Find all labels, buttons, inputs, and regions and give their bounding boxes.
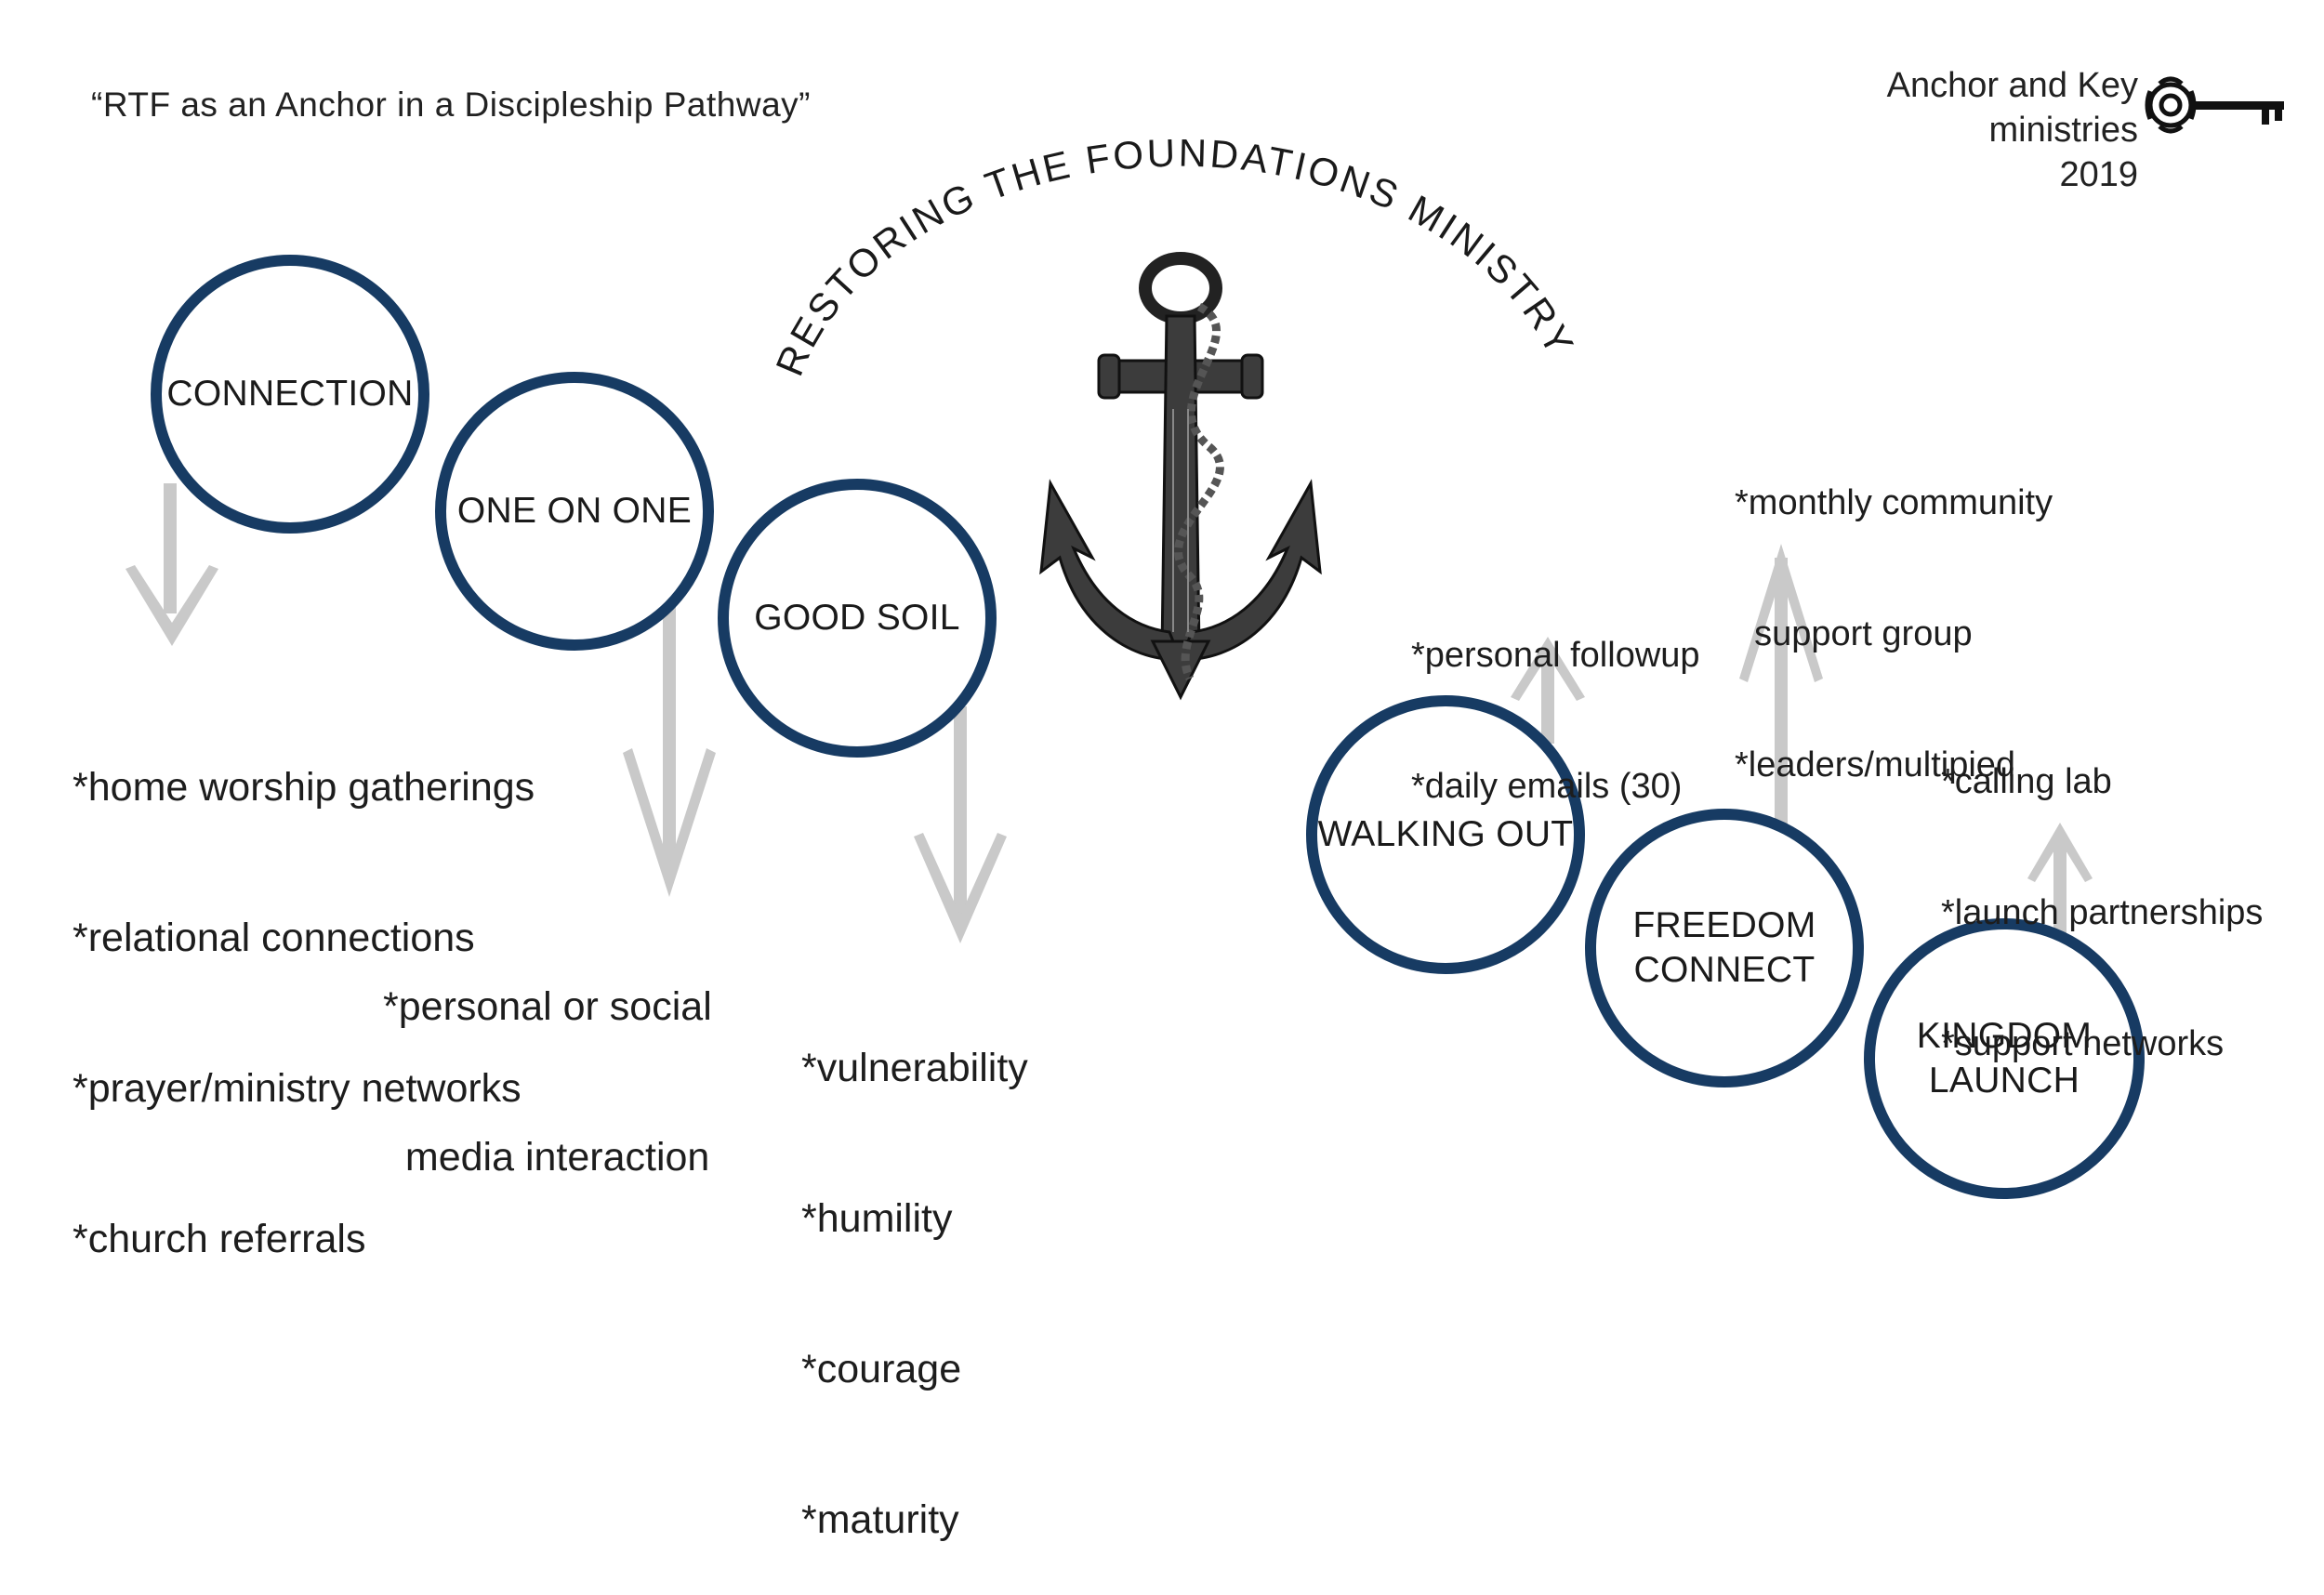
stage-walking-out-label: WALKING OUT — [1317, 814, 1574, 854]
list-item: *leaders/multipied — [1735, 745, 2016, 784]
walking-out-notes: *personal followup *daily emails (30) — [1411, 547, 1700, 852]
stage-connection-label: CONNECTION — [166, 374, 414, 414]
organization-year: 2019 — [2059, 155, 2138, 194]
kingdom-launch-up-arrow — [2027, 823, 2093, 939]
list-item: *daily emails (30) — [1411, 767, 1683, 806]
list-item: *launch partnerships — [1941, 893, 2264, 932]
list-item: *home worship gatherings — [73, 765, 535, 810]
list-item: *monthly community — [1735, 483, 2053, 522]
stage-one-on-one-label: ONE ON ONE — [456, 491, 693, 531]
list-item: *prayer/ministry networks — [73, 1066, 522, 1111]
skeleton-key-icon — [2145, 76, 2284, 134]
list-item: media interaction — [383, 1135, 710, 1180]
connection-down-arrow — [125, 483, 218, 646]
walking-out-up-arrow — [1511, 637, 1585, 744]
list-item: *relational connections — [73, 916, 475, 960]
freedom-connect-notes: *monthly community support group *leader… — [1735, 394, 2053, 831]
organization-name: Anchor and Key — [1886, 66, 2138, 105]
list-item: *calling lab — [1941, 762, 2112, 801]
list-item: support group — [1735, 614, 1973, 653]
stage-good-soil: GOOD SOIL — [718, 479, 997, 758]
list-item: *support networks — [1941, 1024, 2225, 1063]
stage-kingdom-launch-label: KINGDOM LAUNCH — [1916, 1016, 2093, 1101]
organization-block: Anchor and Key ministries 2019 — [1887, 63, 2138, 197]
freedom-connect-up-arrow — [1739, 544, 1823, 837]
good-soil-down-arrow — [914, 706, 1007, 943]
one-on-one-notes: *personal or social media interaction — [383, 881, 712, 1232]
list-item: *maturity — [801, 1497, 959, 1542]
list-item: *personal followup — [1411, 636, 1700, 675]
one-on-one-down-arrow — [623, 595, 716, 897]
kingdom-launch-notes: *calling lab *launch partnerships *suppo… — [1941, 673, 2263, 1110]
anchor-illustration — [1039, 252, 1322, 701]
list-item: *personal or social — [383, 984, 712, 1029]
stage-good-soil-label: GOOD SOIL — [754, 598, 960, 638]
organization-name-line2: ministries — [1988, 111, 2138, 150]
stage-one-on-one: ONE ON ONE — [435, 372, 714, 651]
stage-freedom-connect-label: FREEDOM CONNECT — [1632, 905, 1816, 990]
list-item: *vulnerability — [801, 1046, 1028, 1090]
stage-freedom-connect: FREEDOM CONNECT — [1585, 809, 1864, 1088]
diagram-subtitle: “RTF as an Anchor in a Discipleship Path… — [91, 86, 811, 124]
connection-notes: *home worship gatherings *relational con… — [73, 662, 535, 1314]
stage-connection: CONNECTION — [151, 255, 429, 534]
good-soil-notes: *vulnerability *humility *courage *matur… — [801, 942, 1028, 1595]
list-item: *humility — [801, 1196, 953, 1241]
list-item: *courage — [801, 1347, 962, 1391]
